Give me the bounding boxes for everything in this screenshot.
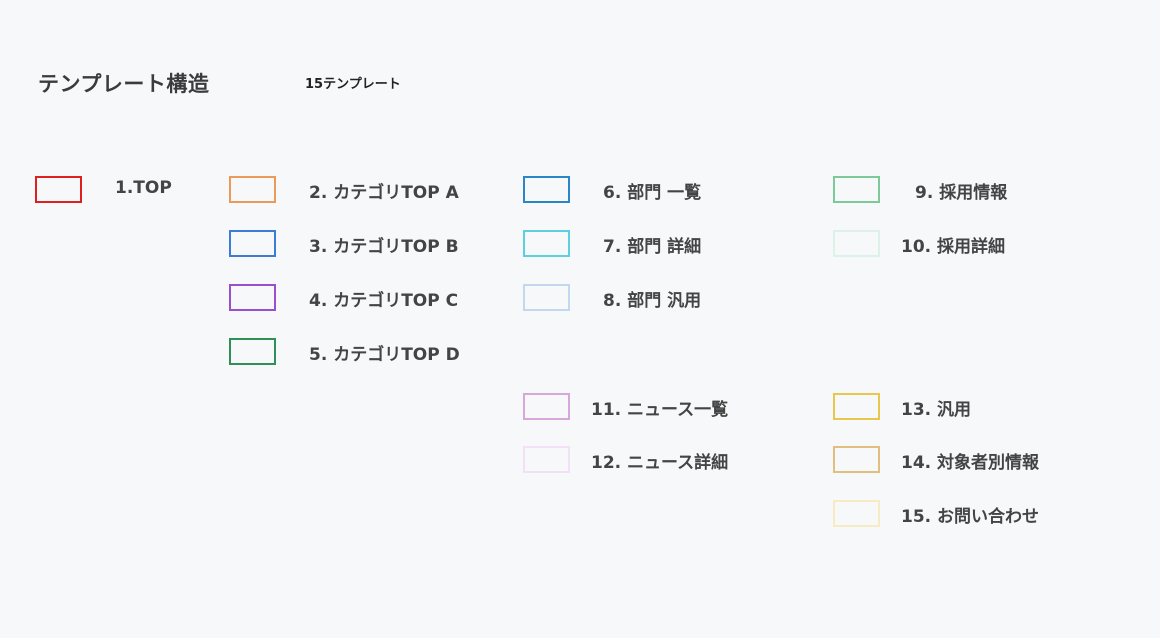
color-swatch xyxy=(229,338,276,365)
color-swatch xyxy=(833,500,880,527)
legend-label: 6. 部門 一覧 xyxy=(603,183,702,203)
legend-label: 9. 採用情報 xyxy=(915,183,1008,203)
legend-label: 3. カテゴリTOP B xyxy=(309,237,459,257)
legend-label: 5. カテゴリTOP D xyxy=(309,345,460,365)
color-swatch xyxy=(833,393,880,420)
color-swatch xyxy=(833,230,880,257)
legend-label: 12. ニュース詳細 xyxy=(591,453,729,473)
legend-label: 1.TOP xyxy=(115,178,172,198)
legend-label: 7. 部門 詳細 xyxy=(603,237,702,257)
page-title: テンプレート構造 xyxy=(38,72,210,96)
color-swatch xyxy=(35,176,82,203)
color-swatch xyxy=(523,284,570,311)
color-swatch xyxy=(229,176,276,203)
legend-label: 14. 対象者別情報 xyxy=(901,453,1040,473)
color-swatch xyxy=(833,176,880,203)
legend-label: 4. カテゴリTOP C xyxy=(309,291,459,311)
color-swatch xyxy=(523,230,570,257)
legend-label: 8. 部門 汎用 xyxy=(603,291,702,311)
color-swatch xyxy=(523,176,570,203)
legend-label: 13. 汎用 xyxy=(901,400,972,420)
color-swatch xyxy=(833,446,880,473)
color-swatch xyxy=(229,284,276,311)
template-count: 15テンプレート xyxy=(305,77,401,92)
legend-label: 15. お問い合わせ xyxy=(901,507,1040,527)
color-swatch xyxy=(229,230,276,257)
legend-label: 2. カテゴリTOP A xyxy=(309,183,459,203)
color-swatch xyxy=(523,446,570,473)
legend-label: 11. ニュース一覧 xyxy=(591,400,729,420)
color-swatch xyxy=(523,393,570,420)
legend-label: 10. 採用詳細 xyxy=(901,237,1006,257)
